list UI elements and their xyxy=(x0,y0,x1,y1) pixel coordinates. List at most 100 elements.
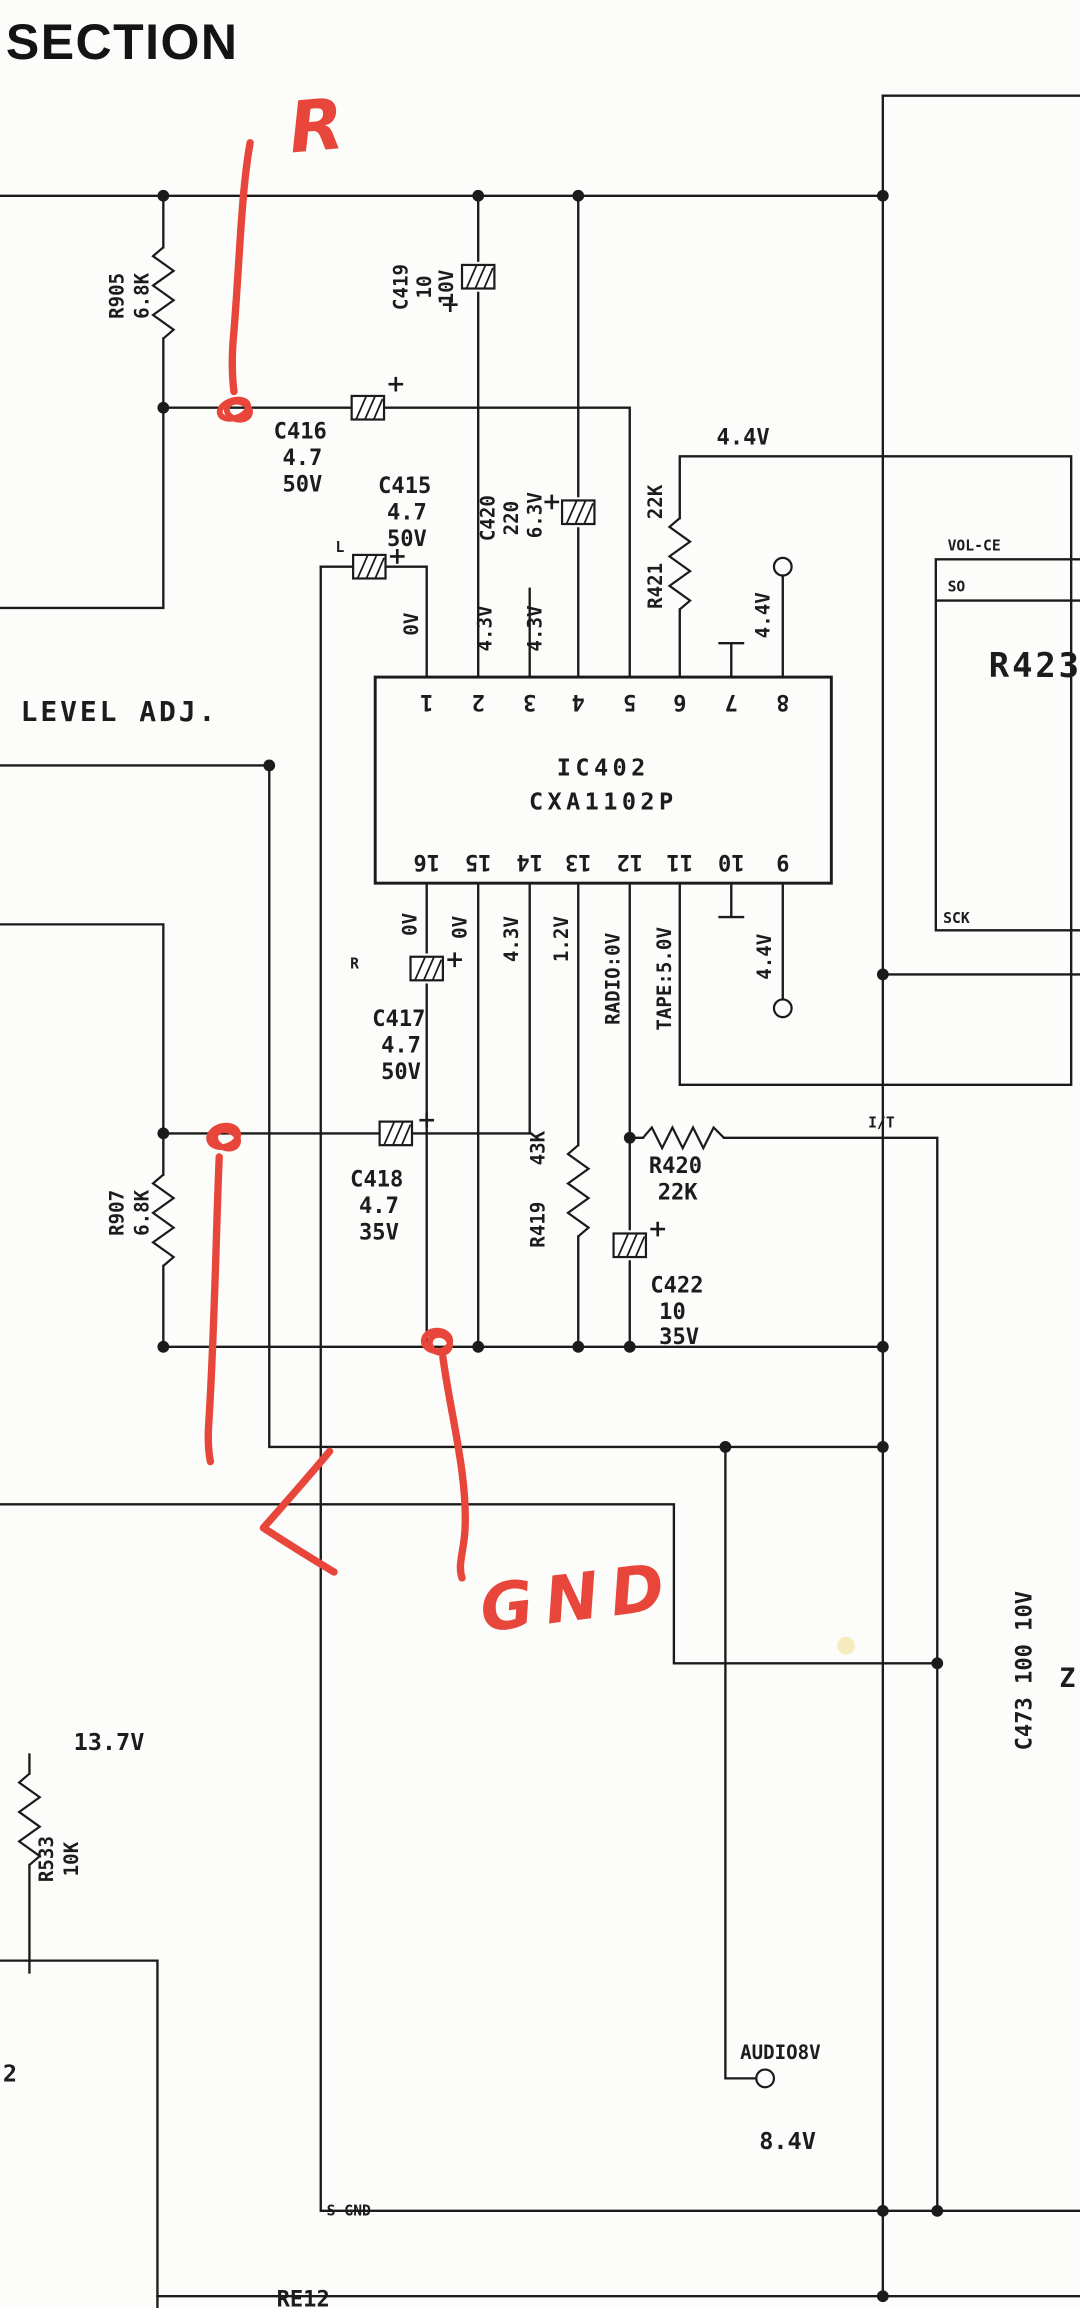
svg-text:16: 16 xyxy=(413,849,440,874)
label-it: I/T xyxy=(868,1115,895,1132)
svg-text:10: 10 xyxy=(718,849,745,874)
ic-part: CXA1102P xyxy=(529,788,678,816)
resistor-r533-symbol xyxy=(17,1772,42,1866)
label-c417-voltage: 50V xyxy=(381,1060,421,1085)
label-c420-ref: C420 xyxy=(476,495,499,541)
label-13-7v: 13.7V xyxy=(74,1728,145,1756)
svg-text:14: 14 xyxy=(516,849,543,874)
svg-text:8: 8 xyxy=(776,689,789,714)
label-c420-voltage: 6.3V xyxy=(523,492,546,538)
label-r423: R423 xyxy=(989,646,1080,685)
label-sck: SCK xyxy=(943,910,970,927)
cap-c422-symbol xyxy=(612,1232,648,1259)
resistor-r420-symbol xyxy=(642,1125,725,1151)
label-c416-voltage: 50V xyxy=(283,473,323,498)
label-c419-value: 10 xyxy=(413,276,436,299)
svg-text:5: 5 xyxy=(623,689,636,714)
circle-mark-gnd-b xyxy=(426,1331,453,1356)
label-c415-value: 4.7 xyxy=(387,501,427,526)
page-title: SECTION xyxy=(6,14,239,70)
voltage-pin15: 0V xyxy=(448,916,471,939)
svg-text:7: 7 xyxy=(725,689,738,714)
labels: SECTION LEVEL ADJ. R905 6.8K C419 10 10V… xyxy=(3,14,1080,2308)
voltage-pin16: 0V xyxy=(398,913,421,936)
channel-marker-right: R xyxy=(350,956,359,973)
ic402: IC402 CXA1102P 1 2 3 4 5 6 7 8 16 15 14 … xyxy=(373,675,833,885)
cap-c417-symbol xyxy=(409,955,444,982)
terminal-audio xyxy=(755,2068,776,2089)
label-r419-value: 43K xyxy=(526,1130,549,1165)
svg-text:11: 11 xyxy=(666,849,693,874)
label-so: SO xyxy=(948,579,966,596)
label-r533-ref: R533 xyxy=(35,1836,58,1882)
circle-mark-2b xyxy=(212,1127,242,1152)
label-44v: 4.4V xyxy=(717,426,770,451)
handwritten-r-label: R xyxy=(286,82,347,169)
label-r907-ref: R907 xyxy=(106,1190,129,1236)
label-c422-value: 10 xyxy=(659,1300,686,1325)
voltage-pin14: 4.3V xyxy=(500,916,523,962)
svg-text:9: 9 xyxy=(776,849,789,874)
cap-c418-symbol xyxy=(378,1120,414,1147)
label-8-4v: 8.4V xyxy=(759,2127,816,2155)
label-c415-voltage: 50V xyxy=(387,527,427,552)
cap-c419-symbol xyxy=(460,263,496,290)
label-partial-2: 2 xyxy=(3,2059,17,2087)
voltage-pin1: 0V xyxy=(400,613,423,636)
label-c422-voltage: 35V xyxy=(659,1325,699,1350)
ic-bottom-pin-numbers: 16 15 14 13 12 11 10 9 xyxy=(413,849,789,874)
circle-mark-1b xyxy=(223,398,253,423)
svg-text:15: 15 xyxy=(465,849,492,874)
label-c418-value: 4.7 xyxy=(359,1194,399,1219)
svg-text:2: 2 xyxy=(472,689,485,714)
terminal-pin9 xyxy=(772,998,793,1019)
label-r907-value: 6.8K xyxy=(131,1189,154,1236)
label-c417-ref: C417 xyxy=(372,1007,425,1032)
label-r533-value: 10K xyxy=(60,1841,83,1876)
channel-marker-left: L xyxy=(335,539,344,556)
label-c422-ref: C422 xyxy=(650,1273,703,1298)
voltage-pin8: 4.4V xyxy=(752,592,775,638)
voltage-pin9: 4.4V xyxy=(753,934,776,980)
label-r420-ref: R420 xyxy=(649,1154,702,1179)
label-c473: C473 100 10V xyxy=(1012,1591,1037,1750)
handwritten-gnd-label: GND xyxy=(476,1549,680,1647)
label-r905-ref: R905 xyxy=(106,273,129,319)
label-r419-ref: R419 xyxy=(526,1202,549,1248)
cap-c420-symbol xyxy=(560,499,596,526)
label-c419-voltage: 10V xyxy=(435,270,458,305)
voltage-pin3: 4.3V xyxy=(523,605,546,651)
resistor-r421-symbol xyxy=(667,517,692,611)
resistor-r905-symbol xyxy=(151,246,176,340)
svg-text:12: 12 xyxy=(616,849,643,874)
voltage-pin12: RADIO:0V xyxy=(601,933,624,1025)
svg-text:4: 4 xyxy=(572,689,585,714)
label-c416-ref: C416 xyxy=(274,420,327,445)
label-c419-ref: C419 xyxy=(390,264,413,310)
label-c416-value: 4.7 xyxy=(283,446,323,471)
handwritten-annotations: R GND xyxy=(204,82,680,1647)
svg-text:13: 13 xyxy=(565,849,592,874)
label-c417-value: 4.7 xyxy=(381,1033,421,1058)
label-r905-value: 6.8K xyxy=(131,272,154,319)
voltage-pin11: TAPE:5.0V xyxy=(653,927,676,1031)
resistor-r907-symbol xyxy=(151,1173,176,1267)
label-vol-ce: VOL-CE xyxy=(948,538,1001,555)
label-audio8v: AUDIO8V xyxy=(740,2041,821,2064)
wires xyxy=(0,94,1080,2308)
handwritten-line-gnd xyxy=(439,1353,469,1582)
terminal-pin8 xyxy=(772,556,793,577)
label-c420-value: 220 xyxy=(500,501,523,536)
cap-c416-symbol xyxy=(350,394,386,421)
label-partial-z: Z xyxy=(1059,1663,1075,1694)
resistor-r419-symbol xyxy=(566,1144,591,1238)
level-adj-label: LEVEL ADJ. xyxy=(21,695,219,728)
voltage-pin2: 4.3V xyxy=(473,605,496,651)
handwritten-line-r xyxy=(228,139,254,396)
svg-text:6: 6 xyxy=(673,689,686,714)
label-c418-voltage: 35V xyxy=(359,1220,399,1245)
label-r420-value: 22K xyxy=(658,1181,699,1206)
label-r421-value: 22K xyxy=(644,484,667,519)
